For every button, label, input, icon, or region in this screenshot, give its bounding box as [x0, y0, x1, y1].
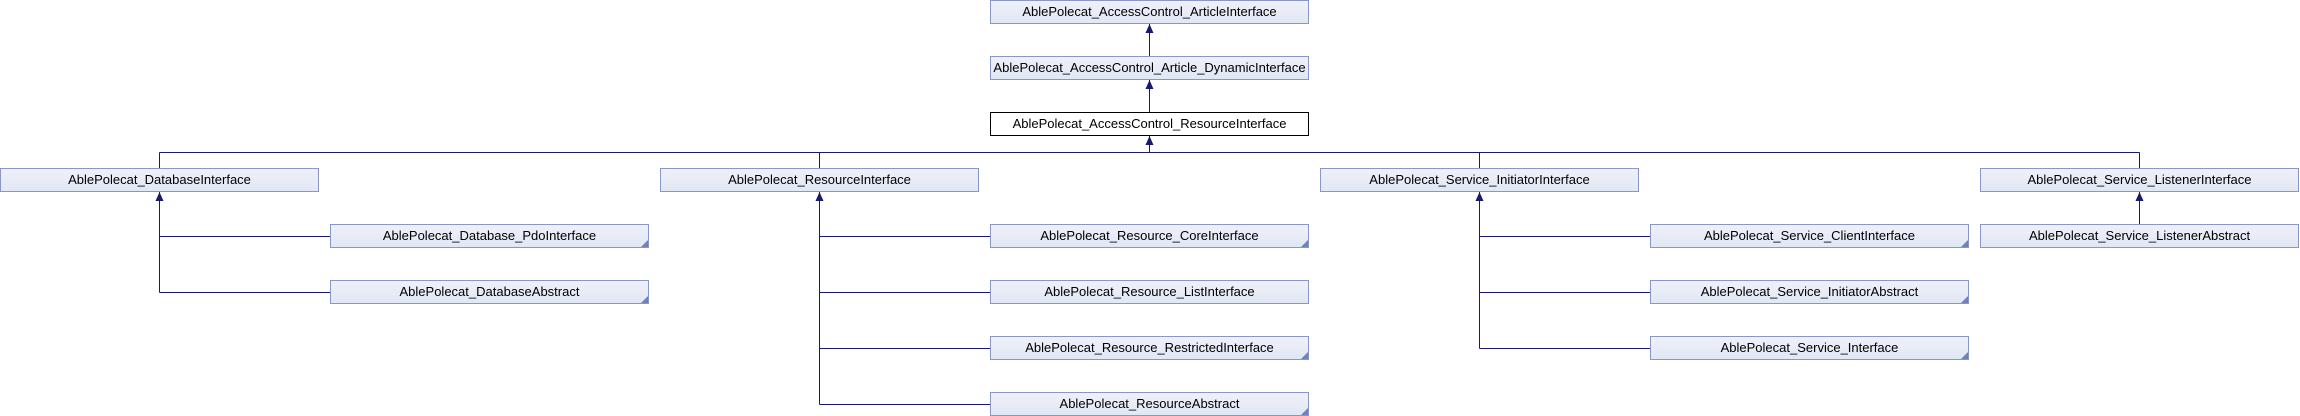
expand-corner-icon [1301, 408, 1308, 415]
node-label: AblePolecat_Resource_CoreInterface [1040, 228, 1259, 243]
node-label: AblePolecat_DatabaseInterface [68, 172, 251, 187]
node-label: AblePolecat_ResourceInterface [728, 172, 911, 187]
node-service-listener-interface[interactable]: AblePolecat_Service_ListenerInterface [1980, 168, 2299, 192]
node-service-client-interface[interactable]: AblePolecat_Service_ClientInterface [1650, 224, 1969, 248]
node-service-initiator-interface[interactable]: AblePolecat_Service_InitiatorInterface [1320, 168, 1639, 192]
node-label: AblePolecat_DatabaseAbstract [399, 284, 580, 299]
arrowhead-listener [2135, 192, 2144, 201]
node-label: AblePolecat_Service_ListenerAbstract [2028, 228, 2251, 243]
node-label: AblePolecat_Service_InitiatorInterface [1369, 172, 1590, 187]
node-label: AblePolecat_Resource_RestrictedInterface [1025, 340, 1274, 355]
node-label: AblePolecat_Service_Interface [1720, 340, 1899, 355]
arrowhead-database [155, 192, 164, 201]
node-label: AblePolecat_AccessControl_ArticleInterfa… [1022, 4, 1277, 19]
node-service-listener-abstract[interactable]: AblePolecat_Service_ListenerAbstract [1980, 224, 2299, 248]
arrowhead-focus [1145, 136, 1154, 145]
node-resource-list-interface[interactable]: AblePolecat_Resource_ListInterface [990, 280, 1309, 304]
expand-corner-icon [641, 296, 648, 303]
node-database-interface[interactable]: AblePolecat_DatabaseInterface [0, 168, 319, 192]
node-access-control-article-dynamic-interface[interactable]: AblePolecat_AccessControl_Article_Dynami… [990, 56, 1309, 80]
node-label: AblePolecat_Service_ClientInterface [1703, 228, 1915, 243]
expand-corner-icon [1301, 240, 1308, 247]
expand-corner-icon [1301, 352, 1308, 359]
node-label: AblePolecat_Database_PdoInterface [382, 228, 597, 243]
node-access-control-resource-interface: AblePolecat_AccessControl_ResourceInterf… [990, 112, 1309, 136]
node-label: AblePolecat_Service_InitiatorAbstract [1700, 284, 1919, 299]
node-resource-interface[interactable]: AblePolecat_ResourceInterface [660, 168, 979, 192]
node-resource-restricted-interface[interactable]: AblePolecat_Resource_RestrictedInterface [990, 336, 1309, 360]
node-label: AblePolecat_AccessControl_Article_Dynami… [993, 60, 1306, 75]
arrowhead-article [1145, 24, 1154, 33]
node-resource-core-interface[interactable]: AblePolecat_Resource_CoreInterface [990, 224, 1309, 248]
node-label: AblePolecat_Resource_ListInterface [1044, 284, 1255, 299]
node-service-initiator-abstract[interactable]: AblePolecat_Service_InitiatorAbstract [1650, 280, 1969, 304]
node-label: AblePolecat_AccessControl_ResourceInterf… [1012, 116, 1287, 131]
arrowhead-initiator [1475, 192, 1484, 201]
node-label: AblePolecat_ResourceAbstract [1059, 396, 1240, 411]
expand-corner-icon [1961, 352, 1968, 359]
node-label: AblePolecat_Service_ListenerInterface [2027, 172, 2252, 187]
arrowhead-resource [815, 192, 824, 201]
expand-corner-icon [1961, 240, 1968, 247]
expand-corner-icon [641, 240, 648, 247]
node-resource-abstract[interactable]: AblePolecat_ResourceAbstract [990, 392, 1309, 416]
node-database-pdo-interface[interactable]: AblePolecat_Database_PdoInterface [330, 224, 649, 248]
expand-corner-icon [1961, 296, 1968, 303]
node-database-abstract[interactable]: AblePolecat_DatabaseAbstract [330, 280, 649, 304]
node-service-interface[interactable]: AblePolecat_Service_Interface [1650, 336, 1969, 360]
arrowhead-dynamic [1145, 80, 1154, 89]
node-access-control-article-interface[interactable]: AblePolecat_AccessControl_ArticleInterfa… [990, 0, 1309, 24]
